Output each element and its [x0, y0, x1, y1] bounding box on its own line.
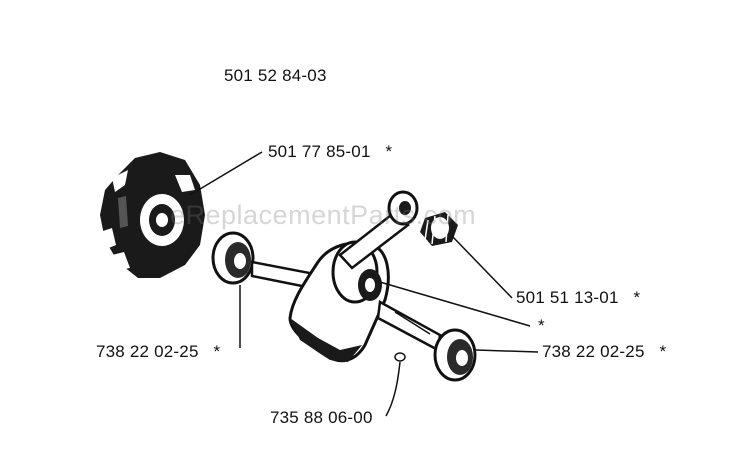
leader-lines [189, 151, 539, 417]
part-number: 501 77 85-01 [268, 142, 371, 161]
crankshaft-illustration [250, 190, 442, 363]
part-marker: * [385, 142, 393, 161]
needle-bearing-illustration [420, 212, 458, 246]
part-label-clutch-drum[interactable]: 501 77 85-01 * [268, 142, 392, 162]
bearing-left-illustration [211, 231, 255, 285]
part-number: 735 88 06-00 [270, 408, 373, 427]
part-label-crankshaft[interactable]: * [538, 316, 545, 336]
part-label-bearing-right[interactable]: 738 22 02-25 * [542, 342, 666, 362]
part-number: 738 22 02-25 [96, 342, 199, 361]
part-marker: * [633, 288, 641, 307]
part-marker: * [659, 342, 667, 361]
watermark-text: eReplacementParts.com [170, 200, 477, 230]
part-number: 501 51 13-01 [516, 288, 619, 307]
clutch-drum-illustration [100, 152, 205, 278]
part-number: 738 22 02-25 [542, 342, 645, 361]
assembly-number: 501 52 84-03 [224, 66, 327, 85]
part-label-needle-bearing[interactable]: 501 51 13-01 * [516, 288, 640, 308]
part-marker: * [538, 316, 545, 335]
part-label-key[interactable]: 735 88 06-00 [270, 408, 373, 428]
part-marker: * [213, 342, 221, 361]
part-label-bearing-left[interactable]: 738 22 02-25 * [96, 342, 220, 362]
bearing-right-illustration [433, 328, 477, 382]
key-illustration [394, 352, 406, 362]
